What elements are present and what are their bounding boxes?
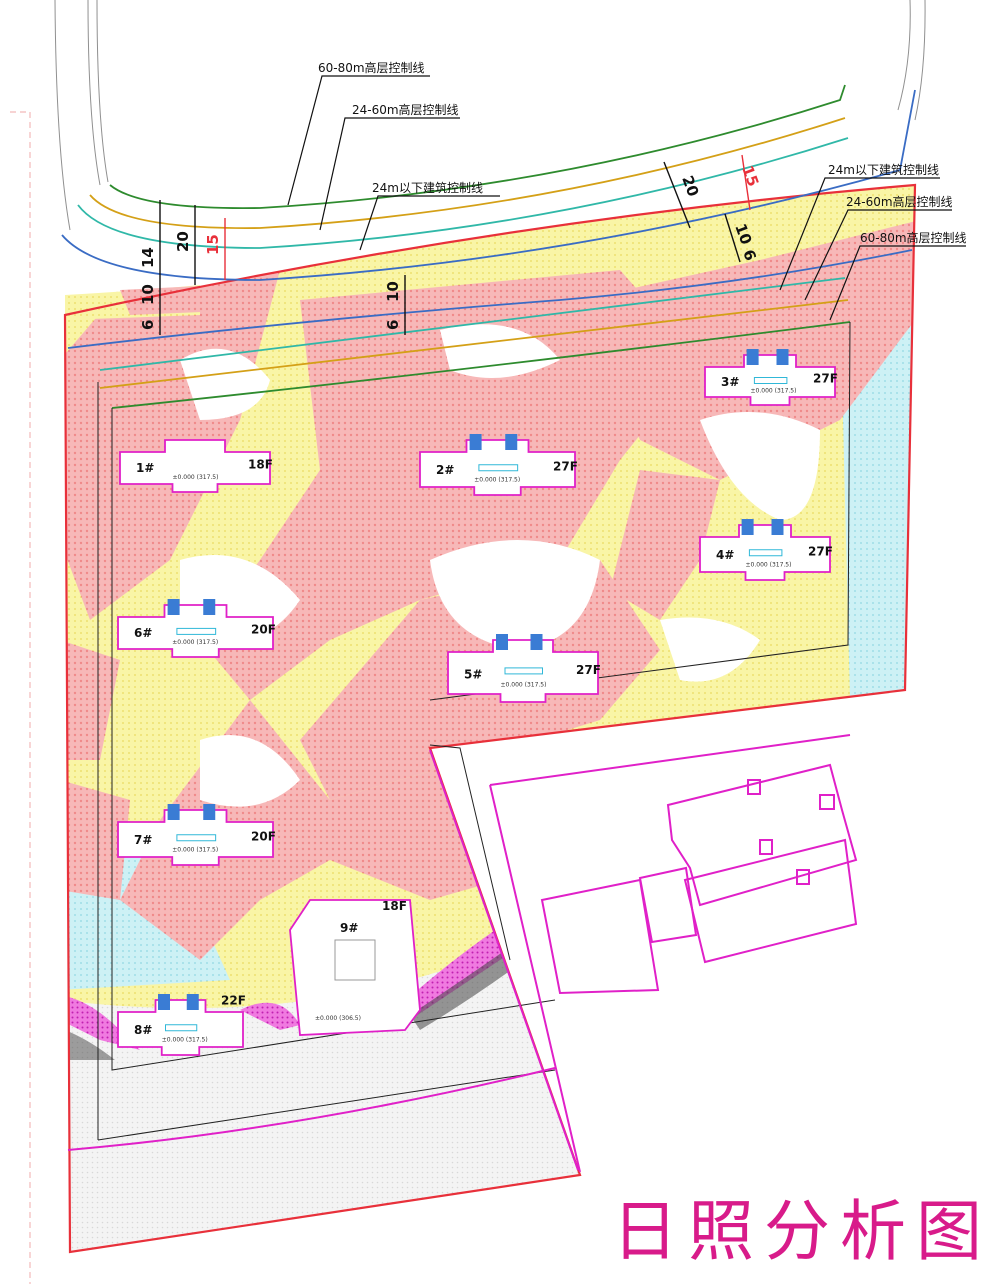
building-elevation-label: ±0.000 (317.5)	[474, 476, 520, 483]
outer-boundary-dashed	[10, 111, 31, 1284]
site-boundary	[63, 183, 917, 1254]
shadow-coverage	[65, 185, 915, 1252]
building-id-label: 8#	[134, 1023, 152, 1037]
control-line-labels: 60-80m高层控制线 24-60m高层控制线 24m以下建筑控制线 24m以下…	[318, 60, 967, 245]
building-balcony	[504, 667, 543, 675]
building-outline	[289, 899, 421, 1036]
building-floors-label: 27F	[808, 544, 833, 558]
building-elevation-label: ±0.000 (317.5)	[746, 561, 792, 568]
building-3: 3# 27F ±0.000 (317.5)	[704, 349, 838, 406]
building-balcony	[753, 377, 788, 384]
building-core	[746, 349, 789, 365]
building-id-label: 1#	[136, 461, 154, 475]
building-balcony	[176, 627, 217, 635]
building-core	[167, 599, 216, 615]
building-elevation-label: ±0.000 (306.5)	[315, 1015, 361, 1022]
building-7: 7# 20F ±0.000 (317.5)	[117, 804, 276, 866]
building-elevation-label: ±0.000 (317.5)	[172, 846, 218, 853]
building-elevation-label: ±0.000 (317.5)	[501, 682, 547, 689]
building-inner-court	[334, 939, 376, 981]
building-outline	[419, 439, 576, 496]
building-2: 2# 27F ±0.000 (317.5)	[419, 434, 578, 496]
building-floors-label: 27F	[813, 372, 838, 386]
label-60-80-right: 60-80m高层控制线	[860, 230, 967, 245]
building-outline	[117, 999, 244, 1056]
building-balcony	[748, 549, 783, 557]
dim-left-14: 14	[139, 247, 157, 268]
building-balcony	[176, 834, 217, 842]
label-24-60-top: 24-60m高层控制线	[352, 102, 459, 117]
building-floors-label: 22F	[221, 993, 246, 1007]
dim-left-20: 20	[174, 231, 192, 252]
building-footprints: 1#18F±0.000 (317.5)2#27F±0.000 (317.5)3#…	[117, 349, 838, 1056]
label-24-60-right: 24-60m高层控制线	[846, 194, 953, 209]
neighbour-buildings	[429, 734, 858, 1173]
building-floors-label: 18F	[382, 899, 407, 913]
dim-mid-6: 6	[384, 320, 402, 330]
building-outline	[117, 604, 274, 658]
building-floors-label: 20F	[251, 623, 276, 637]
building-floors-label: 27F	[553, 459, 578, 473]
building-id-label: 3#	[721, 375, 739, 389]
building-1: 1# 18F ±0.000 (317.5)	[119, 439, 273, 493]
page-title: 日照分析图	[612, 1193, 992, 1270]
building-core	[469, 434, 518, 450]
building-id-label: 9#	[340, 921, 358, 935]
building-elevation-label: ±0.000 (317.5)	[162, 1036, 208, 1043]
building-9: 9# 18F ±0.000 (306.5)	[289, 899, 421, 1036]
building-8: 8# 22F ±0.000 (317.5)	[117, 993, 246, 1056]
road-edges	[54, 0, 926, 231]
building-4: 4# 27F ±0.000 (317.5)	[699, 519, 833, 581]
building-elevation-label: ±0.000 (317.5)	[172, 639, 218, 646]
building-elevation-label: ±0.000 (317.5)	[751, 388, 797, 395]
building-balcony	[478, 464, 519, 472]
building-outline	[119, 439, 271, 493]
building-id-label: 2#	[436, 463, 454, 477]
building-core	[158, 994, 199, 1010]
building-floors-label: 20F	[251, 829, 276, 843]
dim-left-6: 6	[139, 320, 157, 330]
building-id-label: 4#	[716, 548, 734, 562]
label-60-80-top: 60-80m高层控制线	[318, 60, 425, 75]
building-core	[496, 634, 543, 650]
building-floors-label: 27F	[576, 663, 601, 677]
building-outline	[447, 639, 599, 703]
building-core	[167, 804, 216, 820]
building-outline	[117, 809, 274, 866]
building-id-label: 6#	[134, 626, 152, 640]
building-floors-label: 18F	[248, 458, 273, 472]
leader-lines	[287, 75, 966, 321]
dim-right-15: 15	[738, 163, 762, 189]
dim-mid-10: 10	[384, 281, 402, 302]
building-balcony	[165, 1024, 198, 1032]
building-6: 6# 20F ±0.000 (317.5)	[117, 599, 276, 658]
building-id-label: 7#	[134, 833, 152, 847]
building-outline	[699, 524, 831, 581]
building-id-label: 5#	[464, 667, 482, 681]
dimension-marks	[159, 154, 751, 335]
building-5: 5# 27F ±0.000 (317.5)	[447, 634, 601, 703]
building-core	[741, 519, 784, 535]
dim-left-10: 10	[139, 284, 157, 305]
building-outline	[704, 354, 836, 406]
label-24-below-right: 24m以下建筑控制线	[828, 162, 939, 177]
building-elevation-label: ±0.000 (317.5)	[173, 474, 219, 481]
dim-left-15: 15	[204, 234, 222, 255]
label-24-below-top: 24m以下建筑控制线	[372, 180, 483, 195]
dim-right-20: 20	[678, 173, 702, 199]
